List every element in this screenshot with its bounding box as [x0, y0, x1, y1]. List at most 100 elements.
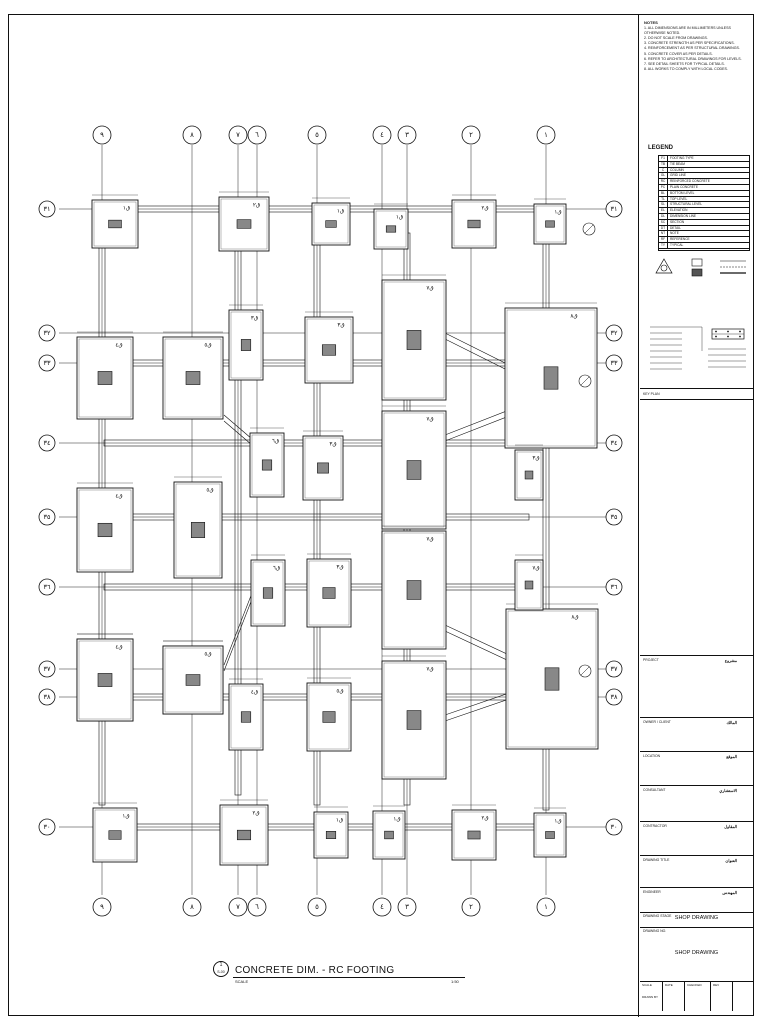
legend-title: LEGEND [648, 145, 674, 151]
column-section [406, 330, 422, 350]
grid-bubble-top [372, 125, 392, 145]
grid-bubble-right [605, 688, 623, 706]
grid-label-left: ٣٣ [44, 359, 51, 367]
column-section [325, 220, 337, 228]
footing-label: ق٨ [570, 314, 577, 320]
footing-outline [533, 812, 567, 858]
footing-label: ق١ [393, 817, 400, 823]
field-value: الموقع [726, 754, 737, 759]
footing-pc-outline [313, 204, 349, 244]
legend-code: NT [659, 231, 668, 237]
grid-bubble-right [605, 200, 623, 218]
pile-cap-icon [578, 664, 592, 678]
grid-label-bottom: ٦ [255, 903, 259, 911]
column-section [185, 371, 201, 385]
footer-date-label: DATE [665, 983, 673, 987]
grid-bubble-top [182, 125, 202, 145]
grid-bubble-left [38, 818, 56, 836]
footer-checked-label: CHECKED [687, 983, 702, 987]
note-item: 4. REINFORCEMENT AS PER STRUCTURAL DRAWI… [644, 46, 740, 51]
tie-beam-diagonal [444, 630, 510, 662]
legend-description: NOTE [670, 231, 679, 236]
grid-label-bottom: ٢ [469, 903, 473, 911]
footing-label: ق١ [122, 814, 129, 820]
plan-scale-label: SCALE [235, 979, 249, 984]
legend-code: RC [659, 179, 668, 184]
grid-label-top: ٨ [190, 131, 194, 139]
legend-code: F1 [659, 156, 668, 161]
column-section [262, 587, 274, 599]
callout-number: 1 [219, 962, 223, 968]
footing-label: ق٣ [251, 316, 258, 322]
field-label: OWNER / CLIENT [643, 720, 671, 724]
grid-bubble-bottom [92, 897, 112, 917]
legend-code: TB [659, 161, 668, 167]
legend-description: PLAIN CONCRETE [670, 185, 698, 189]
footing-label: ق١ [123, 206, 130, 212]
legend-description: SECTION [670, 219, 685, 224]
footing-label: ق٧ [426, 667, 433, 673]
footing-pc-outline [535, 205, 565, 243]
grid-label-right: ٣١ [611, 205, 618, 213]
plain-concrete-hatch-icon [691, 258, 703, 267]
grid-label-top: ٣ [405, 131, 409, 139]
footing-pc-outline [308, 560, 350, 626]
column-section [317, 462, 329, 474]
footing-label: ق١ [396, 215, 403, 221]
grid-label-bottom: ١ [544, 903, 548, 911]
column-section [97, 371, 113, 385]
footing-label: ق٦ [272, 439, 279, 445]
footing-label: ق٣ [337, 323, 344, 329]
column-section [325, 831, 337, 839]
column-section [261, 459, 273, 471]
footing-label: ق٣ [336, 565, 343, 571]
column-section [406, 580, 422, 600]
footing-pc-outline [383, 532, 445, 648]
footing-label: ق٥ [206, 488, 213, 494]
legend-code: C [659, 167, 668, 173]
grid-label-left: ٣٠ [44, 823, 51, 831]
grid-label-left: ٣١ [44, 205, 51, 213]
legend-description: TOP LEVEL [670, 196, 688, 201]
column-section [545, 831, 555, 839]
column-section [406, 710, 422, 730]
hatch-line [580, 666, 590, 676]
level-marker-icon [655, 258, 673, 274]
footing-label: ق٧ [426, 286, 433, 292]
column-section [108, 219, 122, 229]
note-item: 3. CONCRETE STRENGTH AS PER SPECIFICATIO… [644, 41, 735, 46]
footing-pc-outline [306, 318, 352, 382]
title-block-divider [640, 912, 753, 913]
grid-bubble-top [92, 125, 112, 145]
footing-pc-outline [78, 489, 132, 571]
notes-section: NOTES 1. ALL DIMENSIONS ARE IN MILLIMETE… [644, 20, 750, 72]
grid-label-left: ٣٤ [44, 439, 51, 447]
grid-bubble-right [605, 324, 623, 342]
legend-description: GRID LINE [670, 173, 686, 178]
reinforced-concrete-fill-icon [691, 268, 703, 277]
detail-callout-circle: 1 S-00 [213, 961, 229, 977]
grid-label-right: ٣٤ [611, 439, 618, 447]
field-label: LOCATION [643, 754, 661, 758]
footing-pc-outline [164, 647, 222, 713]
footing-pc-outline [220, 198, 268, 250]
footing-pc-outline [383, 281, 445, 399]
legend-description: TIE BEAM [670, 161, 685, 166]
column-section [97, 522, 113, 538]
grid-label-top: ٧ [236, 131, 240, 139]
grid-label-right: ٣٨ [611, 693, 618, 701]
footing-pc-outline [78, 338, 132, 418]
grid-bubble-left [38, 200, 56, 218]
legend-code: DL [659, 214, 668, 219]
grid-label-bottom: ٣ [405, 903, 409, 911]
footing-label: ق٣ [329, 442, 336, 448]
footing-label: ق١ [336, 818, 343, 824]
